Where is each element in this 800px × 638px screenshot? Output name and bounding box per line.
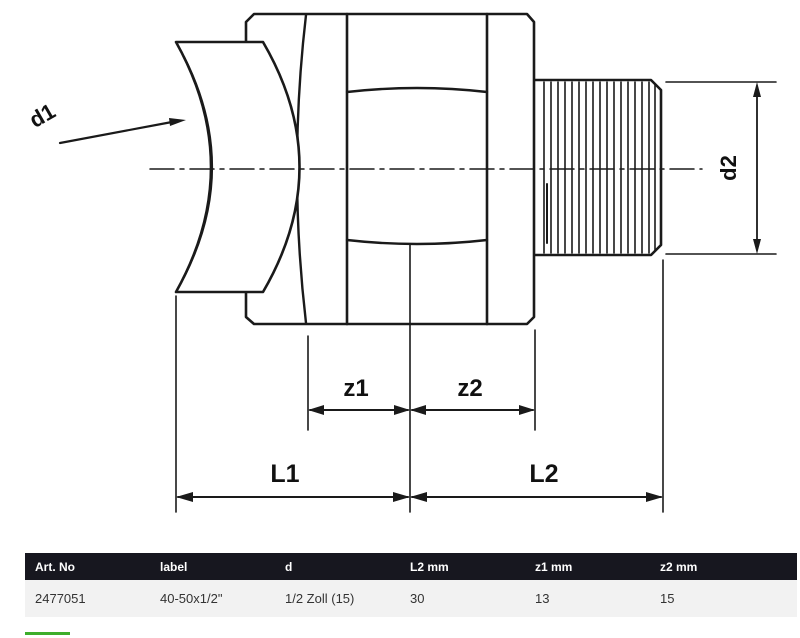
cell-label: 40-50x1/2" [160, 591, 223, 606]
product-table: Art. No label d L2 mm z1 mm z2 mm 247705… [25, 553, 797, 617]
union-nut-hex-line-bottom [345, 238, 489, 246]
d2-arrowhead-top [753, 82, 761, 97]
d1-arrowhead [169, 118, 186, 126]
label-z2: z2 [457, 375, 482, 402]
z1-arrowhead-left [308, 405, 324, 415]
d2-extension-lines [665, 81, 777, 255]
l1-arrowhead-right [393, 492, 410, 502]
l1-arrowhead-left [176, 492, 193, 502]
d2-arrowhead-bottom [753, 239, 761, 254]
socket-inner-rim [182, 55, 214, 279]
z1-arrowhead-right [394, 405, 410, 415]
table-header-d: d [285, 559, 293, 574]
green-accent-bar [25, 632, 70, 635]
extension-lines [175, 243, 664, 513]
male-thread-lines [543, 81, 656, 254]
z2-arrowhead-right [519, 405, 535, 415]
l2-arrowhead-right [646, 492, 663, 502]
table-header-z1: z1 mm [535, 559, 573, 574]
union-nut-hex-line-top [345, 86, 489, 94]
fitting-technical-drawing: d1 d2 z1 z2 L1 L2 [25, 12, 777, 513]
cell-art-no: 2477051 [35, 591, 86, 606]
table-header-l2: L2 mm [410, 559, 449, 574]
z2-arrowhead-left [410, 405, 426, 415]
male-thread-outline [533, 78, 663, 257]
cell-z1: 13 [535, 591, 550, 606]
table-header-label: label [160, 559, 188, 574]
label-l1: L1 [270, 460, 299, 488]
table-header-art-no: Art. No [35, 559, 75, 574]
cell-d: 1/2 Zoll (15) [285, 591, 355, 606]
label-l2: L2 [529, 460, 558, 488]
cell-l2: 30 [410, 591, 425, 606]
table-row: 2477051 40-50x1/2" 1/2 Zoll (15) 30 13 1… [25, 580, 797, 617]
table-header-row: Art. No label d L2 mm z1 mm z2 mm [25, 553, 797, 580]
label-z1: z1 [343, 375, 368, 402]
table-header-z2: z2 mm [660, 559, 698, 574]
cell-z2: 15 [660, 591, 675, 606]
d1-arrow-line [58, 120, 174, 145]
l2-arrowhead-left [410, 492, 427, 502]
label-d1: d1 [25, 98, 60, 132]
label-d2: d2 [716, 155, 741, 181]
